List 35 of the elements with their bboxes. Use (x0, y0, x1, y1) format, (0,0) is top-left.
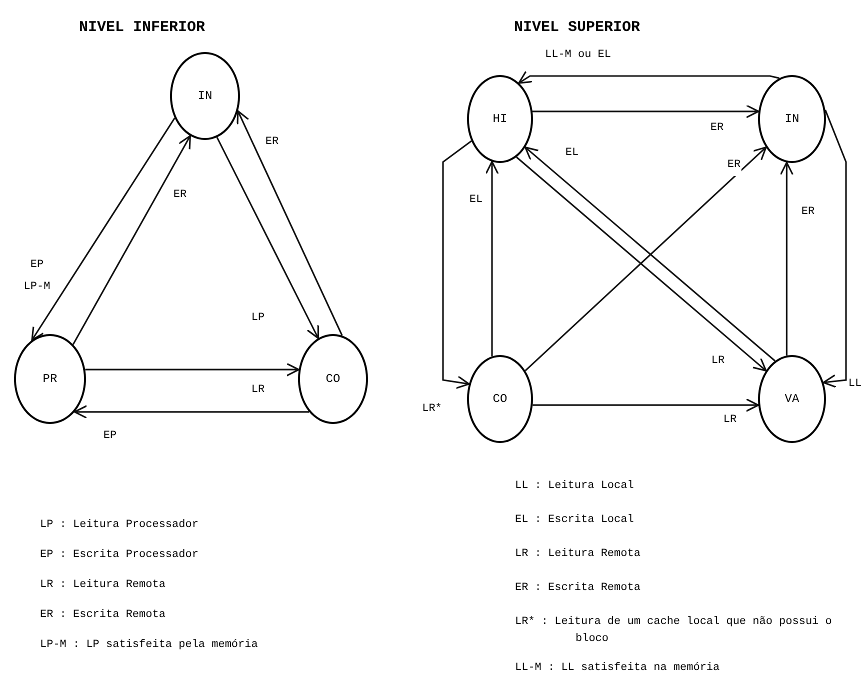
state-ellipse (170, 52, 240, 140)
arrow (780, 162, 794, 356)
key-entry: ER : Escrita Remota (40, 608, 166, 623)
key-entry: LL : Leitura Local (515, 479, 635, 494)
state-ellipse (467, 75, 533, 163)
state-label: IN (198, 88, 212, 105)
arrow (236, 110, 343, 336)
key-entry: LL-M : LL satisfeita na memória (515, 661, 721, 676)
key-entry: LR : Leitura Remota (515, 547, 642, 562)
key-entry: LR* : Leitura de um cache local que não possui o bloco (515, 615, 833, 647)
state-label: IN (784, 111, 800, 128)
arrow (532, 104, 760, 118)
key-entry: EP : Escrita Processador (40, 548, 200, 563)
state-label: CO (326, 371, 340, 388)
state-label: PR (42, 371, 58, 388)
key-entry: LP : Leitura Processador (40, 518, 200, 533)
arrow (74, 405, 310, 419)
arrow (485, 160, 499, 356)
arrow (518, 70, 780, 84)
heading: NIVEL INFERIOR (78, 18, 206, 38)
state-label: HI (492, 111, 508, 128)
arrow (442, 140, 472, 389)
arrow (72, 135, 191, 345)
key-entry: LR : Leitura Remota (40, 578, 166, 593)
arrow (85, 362, 300, 376)
arrow (822, 110, 847, 388)
arrow (31, 118, 176, 341)
arrow (216, 136, 319, 339)
state-label: VA (784, 391, 800, 408)
key-entry: EL : Escrita Local (515, 513, 635, 528)
arrow (532, 398, 760, 412)
state-label: CO (492, 391, 508, 408)
key-entry: ER : Escrita Remota (515, 581, 642, 596)
key-entry: LP-M : LP satisfeita pela memória (40, 638, 259, 653)
heading: NIVEL SUPERIOR (514, 18, 640, 38)
